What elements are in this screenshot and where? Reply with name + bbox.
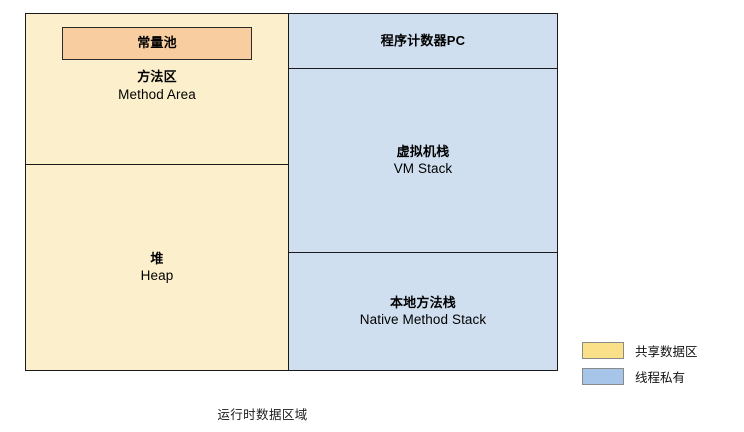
heap-label-cn: 堆 [150, 250, 164, 266]
thread-private-column: 程序计数器PC 虚拟机栈 VM Stack 本地方法栈 Native Metho… [289, 14, 557, 370]
legend-item-shared: 共享数据区 [582, 341, 732, 360]
constant-pool-box: 常量池 [62, 27, 252, 60]
native-method-stack-label-en: Native Method Stack [359, 312, 487, 328]
program-counter-block: 程序计数器PC [289, 14, 557, 68]
legend-item-private: 线程私有 [582, 367, 732, 386]
runtime-data-area-diagram: 常量池 方法区 Method Area 堆 Heap 程序计数器PC 虚拟机栈 … [25, 13, 558, 371]
program-counter-label-cn: 程序计数器PC [380, 32, 466, 48]
shared-data-swatch [582, 342, 624, 359]
shared-data-column: 常量池 方法区 Method Area 堆 Heap [26, 14, 289, 370]
constant-pool-label: 常量池 [137, 35, 177, 51]
legend-label-private: 线程私有 [635, 371, 686, 385]
heap-label-en: Heap [140, 268, 174, 284]
native-method-stack-block: 本地方法栈 Native Method Stack [289, 252, 557, 370]
vm-stack-label-en: VM Stack [393, 161, 453, 177]
method-area-label-cn: 方法区 [137, 69, 177, 84]
vm-stack-block: 虚拟机栈 VM Stack [289, 68, 557, 252]
heap-block: 堆 Heap [26, 164, 288, 370]
method-area-label-en: Method Area [118, 86, 196, 102]
legend-label-shared: 共享数据区 [635, 345, 698, 359]
method-area-block: 常量池 方法区 Method Area [26, 14, 288, 164]
native-method-stack-label-cn: 本地方法栈 [389, 294, 456, 310]
thread-private-swatch [582, 368, 624, 385]
diagram-caption: 运行时数据区域 [217, 408, 308, 422]
vm-stack-label-cn: 虚拟机栈 [396, 143, 450, 159]
legend: 共享数据区 线程私有 [582, 341, 732, 386]
